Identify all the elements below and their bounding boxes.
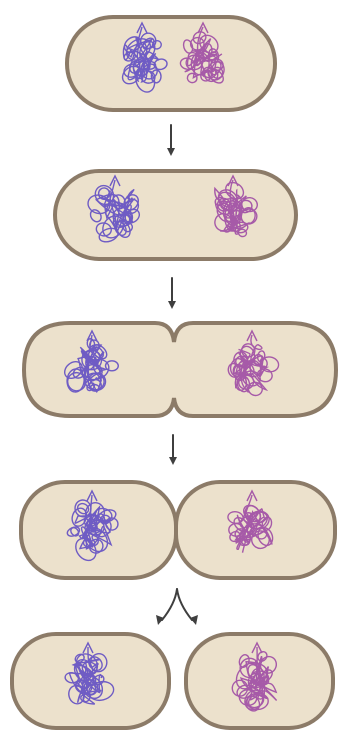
- down-arrow-icon: [167, 125, 175, 156]
- down-arrow-icon: [169, 435, 177, 465]
- stage-replication: [67, 17, 275, 110]
- split-arrow-icon: [156, 589, 198, 625]
- stage-constriction: [24, 323, 336, 416]
- daughter-cell-left: [21, 482, 176, 578]
- stage-septum: [21, 482, 335, 578]
- stage-separated-daughters: [12, 634, 333, 728]
- parent-cell: [67, 17, 275, 110]
- down-arrow-icon: [168, 278, 176, 309]
- constricting-cell: [24, 323, 336, 416]
- stage-segregation: [55, 171, 296, 259]
